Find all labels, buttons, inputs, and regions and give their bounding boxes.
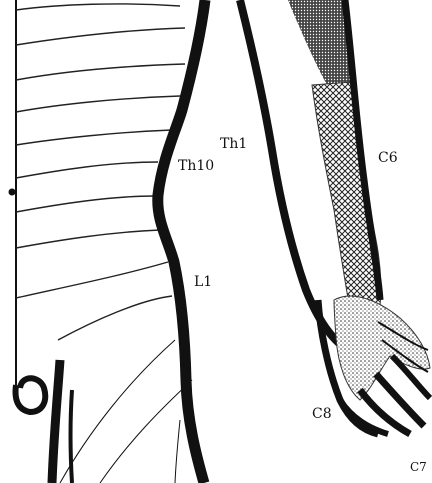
label-c7: C7 — [410, 460, 427, 474]
label-c8: C8 — [312, 406, 332, 422]
label-th10: Th10 — [178, 158, 214, 174]
label-th1: Th1 — [220, 136, 247, 152]
forearm-crosshatch — [312, 82, 381, 320]
left-lower-outline — [16, 340, 192, 483]
navel-dot — [9, 189, 16, 196]
label-l1: L1 — [194, 274, 212, 290]
arm-shaded-region — [288, 0, 351, 90]
trunk-outline — [158, 0, 205, 483]
label-c6: C6 — [378, 150, 398, 166]
